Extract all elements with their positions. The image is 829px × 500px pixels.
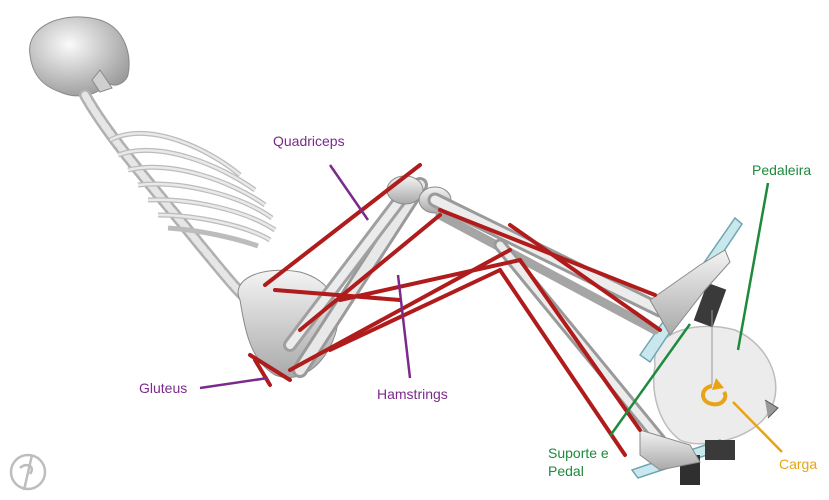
leader-quadriceps	[330, 165, 368, 220]
label-suporte-line2: Pedal	[548, 463, 584, 480]
logo-icon	[11, 455, 45, 490]
label-quadriceps: Quadriceps	[273, 133, 345, 150]
label-carga: Carga	[779, 456, 817, 473]
label-hamstrings: Hamstrings	[377, 386, 448, 403]
leader-pedaleira	[738, 183, 768, 350]
leader-gluteus	[200, 378, 268, 388]
leader-hamstrings	[398, 275, 410, 378]
label-suporte-line1: Suporte e	[548, 445, 609, 462]
label-pedaleira: Pedaleira	[752, 162, 811, 179]
label-gluteus: Gluteus	[139, 380, 187, 397]
